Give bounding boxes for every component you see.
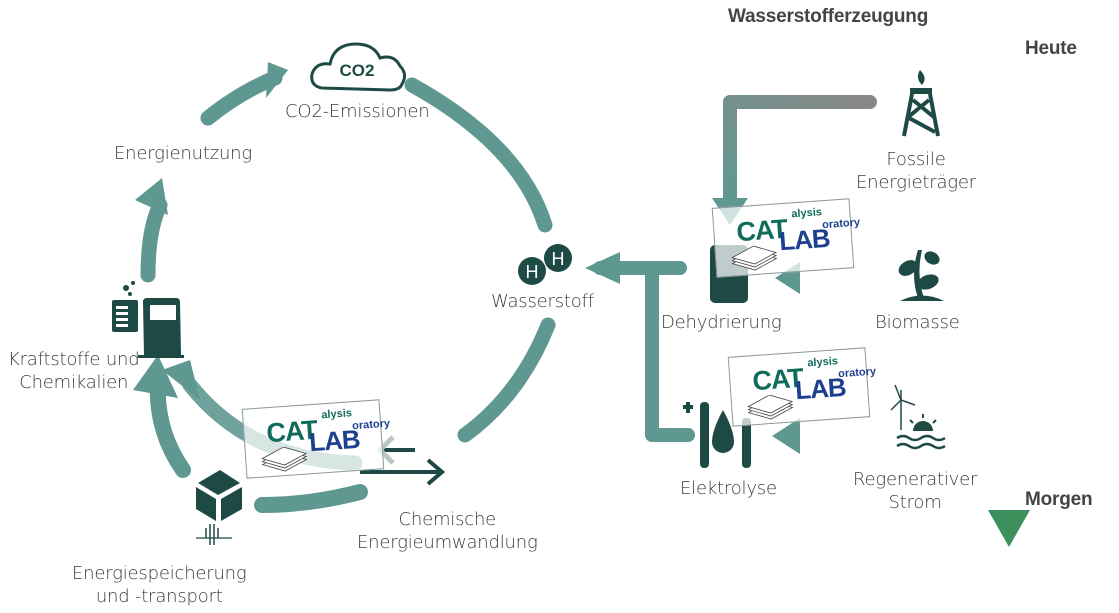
cycle-arrow-co2-to-hydrogen: [404, 77, 553, 233]
fuels-label-line2: Chemikalien: [19, 372, 129, 393]
conversion-label-line1: Chemische: [398, 509, 497, 530]
electrolysis-icon: [683, 402, 751, 468]
storage-label-line2: und -transport: [95, 586, 223, 607]
renewable-label-line1: Regenerativer: [853, 469, 978, 490]
storage-box-icon: [196, 470, 242, 545]
cycle-arrow-storage-to-fuels: [133, 355, 191, 478]
renewable-label-line2: Strom: [888, 492, 942, 513]
co2-cloud-icon: CO2: [310, 42, 407, 92]
arrow-production-to-hydrogen: [585, 252, 695, 442]
fuels-label-line1: Kraftstoffe und: [8, 349, 140, 370]
cycle-arrow-hydrogen-to-conversion: [457, 317, 556, 443]
fuels-chemicals-label: Kraftstoffe und Chemikalien: [8, 348, 140, 394]
chemical-conversion-label: Chemische Energieumwandlung: [357, 508, 538, 554]
storage-label-line1: Energiespeicherung: [72, 563, 247, 584]
timeline-start-label: Heute: [1025, 38, 1077, 59]
timeline-arrow: [988, 35, 1030, 547]
renewable-energy-icon: [890, 384, 946, 450]
cycle-arrow-conversion-to-storage: [254, 484, 368, 513]
logo-alysis: alysis: [806, 355, 839, 370]
co2-emissions-label: CO2-Emissionen: [285, 101, 430, 122]
logo-alysis: alysis: [790, 206, 823, 221]
biomass-plant-icon: [898, 250, 944, 301]
co2-icon-text: CO2: [340, 61, 375, 80]
electrolysis-label: Elektrolyse: [680, 478, 777, 499]
timeline-end-label: Morgen: [1025, 489, 1093, 510]
hydrogen-label: Wasserstoff: [491, 291, 594, 312]
catlab-card-conversion: CAT alysis LAB oratory: [241, 399, 390, 479]
fuel-chemicals-icon: [112, 281, 184, 358]
storage-transport-label: Energiespeicherung und -transport: [72, 562, 247, 608]
conversion-label-line2: Energieumwandlung: [357, 532, 538, 553]
h-atom-2: H: [552, 249, 565, 269]
fossil-label-line1: Fossile: [886, 149, 946, 170]
energy-use-label: Energienutzung: [114, 143, 252, 164]
logo-alysis: alysis: [320, 407, 353, 422]
h-atom-1: H: [526, 262, 539, 282]
renewable-power-label: Regenerativer Strom: [853, 468, 977, 514]
catlab-card-electrolysis: CAT alysis LAB oratory: [727, 347, 876, 427]
paper-stack-icon: [731, 245, 778, 271]
hydrogen-icon: H H: [518, 244, 572, 285]
catlab-card-dehydrogenation: CAT alysis LAB oratory: [711, 198, 860, 278]
cycle-arrow-energy-to-co2: [200, 62, 288, 126]
paper-stack-icon: [261, 446, 308, 472]
biomass-label: Biomasse: [875, 312, 960, 333]
production-title: Wasserstofferzeugung: [728, 6, 929, 27]
paper-stack-icon: [747, 394, 794, 420]
fossil-rig-icon: [902, 70, 940, 137]
dehydrogenation-label: Dehydrierung: [661, 312, 782, 333]
fossil-label-line2: Energieträger: [856, 172, 976, 193]
cycle-arrow-fuels-to-energy: [135, 178, 168, 283]
arrow-renewable-to-electrolysis: [772, 418, 885, 454]
fossil-fuels-label: Fossile Energieträger: [856, 148, 976, 194]
